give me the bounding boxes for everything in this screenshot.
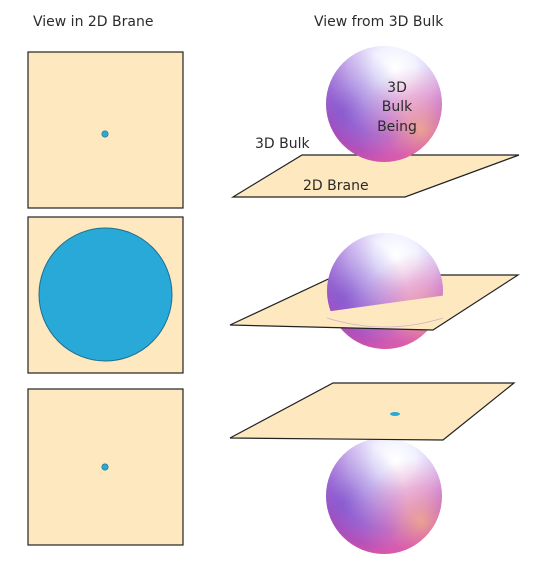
brane-plane-1 xyxy=(230,154,520,198)
brane-label: 2D Brane xyxy=(303,178,369,194)
cross-section-disc-2 xyxy=(38,227,173,362)
bulk-sphere-3 xyxy=(326,438,442,554)
right-column-heading: View from 3D Bulk xyxy=(314,14,444,30)
brane-view-2 xyxy=(27,216,184,374)
brane-plane-3 xyxy=(229,382,516,441)
being-label-line3: Being xyxy=(377,119,417,135)
brane-view-3 xyxy=(27,388,184,546)
being-label-line1: 3D xyxy=(387,80,407,96)
left-column-heading: View in 2D Brane xyxy=(33,14,153,30)
bulk-sphere-1 xyxy=(326,46,442,162)
cross-section-dot-3 xyxy=(101,463,109,471)
bulk-label: 3D Bulk xyxy=(255,136,311,152)
brane-view-1 xyxy=(27,51,184,209)
brane-square-1 xyxy=(27,51,184,209)
bulk-view-2 xyxy=(229,233,521,349)
cross-section-dot-1 xyxy=(101,130,109,138)
bulk-view-1: 3D Bulk Being 3D Bulk 2D Brane xyxy=(230,46,520,198)
bulk-view-3 xyxy=(229,382,516,554)
being-label-line2: Bulk xyxy=(382,99,413,115)
cross-section-point-3 xyxy=(390,412,400,416)
